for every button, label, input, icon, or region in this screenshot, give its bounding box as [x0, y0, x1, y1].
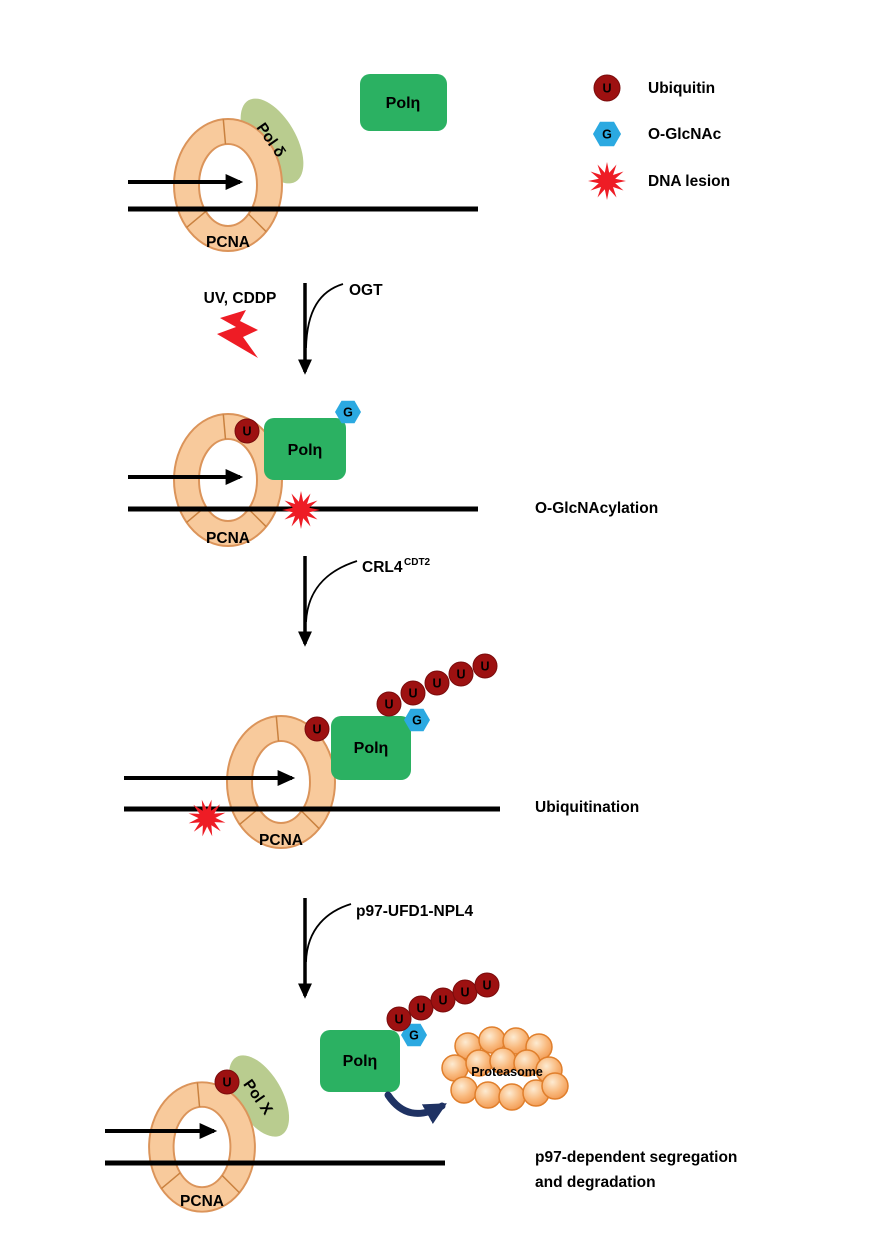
- ubiquitin-icon: [408, 995, 434, 1021]
- ubiquitin-symbol: U: [312, 723, 321, 737]
- crl4-label: CRL4: [362, 559, 403, 576]
- pol-eta-box: [320, 1030, 400, 1092]
- transition-p97: p97-UFD1-NPL4: [298, 898, 474, 999]
- oglcnac-symbol: G: [409, 1029, 419, 1043]
- pol-delta-blob: [240, 98, 304, 184]
- svg-text:U: U: [482, 979, 491, 993]
- oglcnac-symbol: G: [602, 128, 612, 142]
- pol-eta-on-pcna: Polη: [331, 716, 411, 780]
- legend-dna-lesion-label: DNA lesion: [648, 173, 730, 190]
- legend-oglcnac-label: O-GlcNAc: [648, 126, 722, 143]
- stage-oglcnacylation: U Polη G PCNA O-GlcNAcylation: [128, 400, 658, 547]
- dna-lesion-icon: [282, 491, 320, 529]
- ubiquitin-icon: [234, 418, 260, 444]
- stage-segregation: U Pol X PCNA Polη G U U U U U: [105, 972, 737, 1213]
- ubiquitin-icon: [214, 1069, 240, 1095]
- ubiquitin-on-pcna: U: [234, 418, 260, 444]
- oglcnac-symbol: G: [343, 406, 353, 420]
- pol-eta-label: Polη: [343, 1053, 378, 1070]
- ubiquitin-on-pcna: U: [214, 1069, 240, 1095]
- lightning-bolt-icon: [217, 310, 258, 358]
- svg-text:U: U: [416, 1002, 425, 1016]
- proteasome-label: Proteasome: [471, 1065, 543, 1079]
- stage-label-oglcnacylation: O-GlcNAcylation: [535, 500, 658, 517]
- ubiquitin-symbol: U: [222, 1076, 231, 1090]
- pol-eta-box: [264, 418, 346, 480]
- crl4-superscript: CDT2: [404, 557, 431, 568]
- pcna-label: PCNA: [206, 234, 250, 251]
- ubiquitin-icon: [474, 972, 500, 998]
- polyubiquitin-chain: U U U U U: [376, 653, 498, 717]
- pol-eta-on-pcna: Polη: [264, 418, 346, 480]
- dna-lesion-icon: [183, 794, 231, 842]
- ogt-curve: [305, 283, 344, 349]
- stress-label: UV, CDDP: [204, 290, 277, 307]
- proteasome: Proteasome: [441, 1026, 569, 1111]
- stage-label-segregation-2: and degradation: [535, 1174, 656, 1191]
- pol-eta-label: Polη: [386, 95, 421, 112]
- legend-ubiquitin-label: Ubiquitin: [648, 80, 715, 97]
- dna-lesion-icon: [588, 162, 626, 200]
- pol-eta-extracted: Polη: [320, 1030, 400, 1092]
- pcna-label: PCNA: [259, 832, 303, 849]
- ubiquitin-symbol: U: [242, 425, 251, 439]
- pol-eta-free: Polη: [360, 74, 447, 131]
- ubiquitin-icon: [472, 653, 498, 679]
- stage-initial: Pol δ PCNA Polη: [128, 74, 478, 252]
- pol-x-blob: [228, 1055, 290, 1137]
- degradation-arrow: [384, 1091, 447, 1124]
- crl4-curve: [305, 560, 358, 623]
- ubiquitin-icon: [593, 74, 621, 102]
- ubiquitin-icon: [304, 716, 330, 742]
- svg-text:U: U: [460, 986, 469, 1000]
- legend-ubiquitin: U Ubiquitin: [593, 74, 715, 102]
- pol-eta-box: [360, 74, 447, 131]
- p97-curve: [305, 903, 352, 963]
- stage-label-ubiquitination: Ubiquitination: [535, 799, 639, 816]
- svg-text:U: U: [394, 1013, 403, 1027]
- oglcnac-on-pol-eta: G: [335, 400, 361, 424]
- ubiquitin-icon: [386, 1006, 412, 1032]
- svg-text:U: U: [438, 994, 447, 1008]
- transition-damage-ogt: UV, CDDP OGT: [204, 282, 383, 375]
- ubiquitin-icon: [376, 691, 402, 717]
- oglcnac-symbol: G: [412, 714, 422, 728]
- ubiquitin-icon: [424, 670, 450, 696]
- svg-text:U: U: [408, 687, 417, 701]
- oglcnac-on-pol-eta: G: [404, 708, 430, 732]
- ubiquitin-symbol: U: [602, 82, 611, 96]
- ogt-label: OGT: [349, 282, 383, 299]
- ubiquitin-icon: [448, 661, 474, 687]
- polyubiquitin-chain: U U U U U: [386, 972, 500, 1032]
- pol-eta-box: [331, 716, 411, 780]
- legend-oglcnac: G O-GlcNAc: [592, 121, 722, 147]
- oglcnac-on-pol-eta: G: [401, 1023, 427, 1047]
- ubiquitin-on-pcna: U: [304, 716, 330, 742]
- svg-text:U: U: [432, 677, 441, 691]
- legend: U Ubiquitin G O-GlcNAc DNA lesion: [588, 74, 730, 200]
- svg-text:U: U: [480, 660, 489, 674]
- stage-ubiquitination: U Polη G U U U U U PCNA Ubiquitination: [124, 653, 639, 849]
- pol-eta-label: Polη: [288, 442, 323, 459]
- pcna-label: PCNA: [180, 1193, 224, 1210]
- transition-crl4: CRL4 CDT2: [298, 556, 431, 647]
- pcna-label: PCNA: [206, 530, 250, 547]
- ubiquitin-icon: [430, 987, 456, 1013]
- stage-label-segregation-1: p97-dependent segregation: [535, 1149, 737, 1166]
- svg-text:U: U: [456, 668, 465, 682]
- pol-eta-label: Polη: [354, 740, 389, 757]
- legend-dna-lesion: DNA lesion: [588, 162, 730, 200]
- ubiquitin-icon: [400, 680, 426, 706]
- svg-text:U: U: [384, 698, 393, 712]
- p97-label: p97-UFD1-NPL4: [356, 903, 474, 920]
